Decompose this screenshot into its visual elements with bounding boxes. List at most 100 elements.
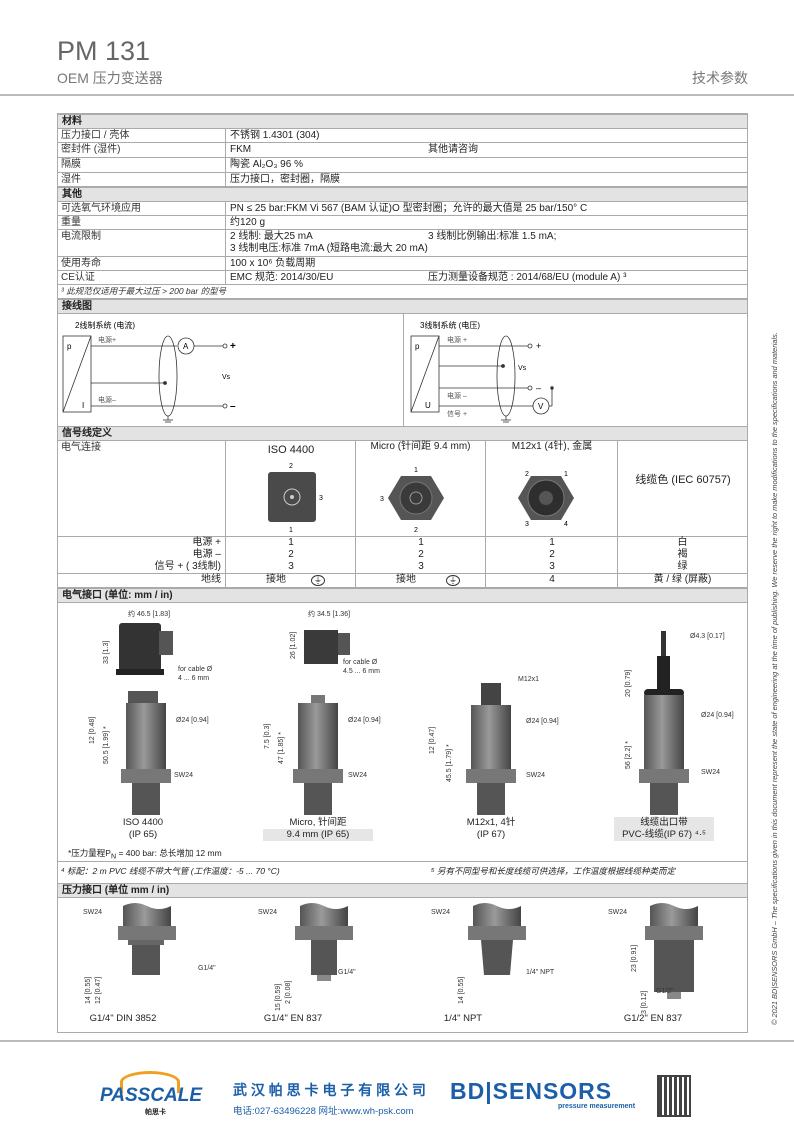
dimension-label: 20 [0.79]: [625, 669, 632, 697]
dimension-label: 12 [0.47]: [429, 726, 436, 754]
logo-text: PASSCALE: [100, 1085, 203, 1106]
three-wire-diagram: [410, 335, 554, 423]
footnote-text: ³ 此规范仅适用于最大过压 > 200 bar 的型号: [61, 286, 227, 296]
iso4400-device: [116, 623, 173, 815]
pin-number: 3: [525, 521, 529, 528]
pin-value: 1: [549, 537, 555, 548]
dimension-label: 56 [2.2] *: [625, 740, 632, 769]
dimension-label: SW24: [608, 909, 628, 916]
port-caption: G1/4" DIN 3852: [89, 1013, 157, 1024]
two-wire-diagram: [62, 335, 228, 423]
footer-divider: [0, 1040, 794, 1042]
row-value: 约120 g: [230, 217, 266, 228]
dimension-label: 47 [1.85] *: [278, 732, 285, 764]
wiring-diagrams: 2线制系统 (电流) p I 电源+ 电源– A + – Vs 3线制系统 (电…: [62, 320, 554, 423]
dimension-label: 23 [0.91]: [631, 944, 638, 972]
table-row: 可选氧气环境应用 PN ≤ 25 bar:FKM Vi 567 (BAM 认证)O…: [58, 202, 747, 216]
row-label: 隔膜: [61, 159, 81, 170]
connector-row: 电气连接: [58, 441, 747, 537]
pin-number: 3: [319, 495, 323, 502]
row-value: FKM: [230, 144, 252, 155]
bd-sensors-tagline: pressure measurement: [558, 1103, 636, 1110]
pin-number: 3: [380, 496, 384, 503]
pin-value: 3: [418, 561, 424, 572]
m12-connector-icon: [518, 476, 574, 520]
pressure-drawings: [118, 903, 703, 999]
supply-minus-label: 电源–: [98, 395, 116, 404]
dimension-label: 约 34.5 [1.36]: [308, 611, 351, 618]
ground-value: 接地: [396, 574, 416, 585]
dimension-label: Ø24 [0.94]: [176, 717, 209, 724]
section-pressure: 压力接口 (单位 mm / in): [58, 883, 747, 898]
dimension-label: SW24: [348, 772, 368, 779]
pin-number: 4: [564, 521, 568, 528]
ground-label: 地线: [201, 574, 221, 585]
logo-subtext: 帕思卡: [145, 1109, 166, 1116]
g12-en837-port: [645, 903, 703, 999]
pin-labels: 电源 + 电源 – 信号 + ( 3线制): [58, 537, 221, 573]
electrical-drawings: [116, 623, 689, 815]
pin-value: 3: [549, 561, 555, 572]
row-label: 湿件: [61, 174, 81, 185]
spec-sheet: 材料 压力接口 / 壳体不锈钢 1.4301 (304) 密封件 (湿件)FKM…: [57, 113, 748, 1033]
table-row: 压力接口 / 壳体不锈钢 1.4301 (304): [58, 129, 747, 143]
supply-minus-label: 电源 –: [447, 391, 467, 400]
header-divider: [0, 94, 794, 96]
g14-din-port: [118, 903, 176, 975]
pin-value: 3: [288, 561, 294, 572]
note-subscript: N: [110, 852, 117, 861]
port-caption: G1/2" EN 837: [623, 1013, 683, 1024]
wire-color: 褐: [677, 549, 688, 560]
caption-line: ISO 4400: [122, 817, 164, 828]
pin-value: 1: [418, 537, 424, 548]
row-value: 2 线制: 最大25 mA: [230, 231, 313, 242]
document-type: 技术参数: [692, 70, 748, 86]
dimension-label: 3 [0.12]: [641, 990, 648, 1014]
dimension-label: 26 [1.02]: [290, 631, 297, 659]
row-label: 可选氧气环境应用: [61, 203, 141, 214]
vs-label: Vs: [518, 365, 527, 372]
sensor-p-label: p: [67, 342, 72, 351]
dimension-label: 约 46.5 [1.83]: [128, 611, 171, 618]
dimension-label: SW24: [526, 772, 546, 779]
thread-label: G1/4": [198, 965, 216, 972]
row-value: 其他请咨询: [428, 144, 478, 155]
row-label: 电流限制: [61, 231, 101, 242]
row-value: 3 线制电压:标准 7mA (短路电流:最大 20 mA): [230, 243, 428, 254]
dimension-label: 14 [0.55]: [85, 976, 92, 1004]
dimension-label: Ø24 [0.94]: [701, 712, 734, 719]
ground-value: 4: [549, 574, 555, 585]
plus-terminal: +: [536, 341, 541, 351]
dimension-label: Ø24 [0.94]: [526, 718, 559, 725]
npt-port: [468, 903, 526, 975]
row-label: CE认证: [61, 272, 95, 283]
dimension-label: 33 [1.3]: [103, 640, 110, 664]
dimension-label: 15 [0.59]: [275, 983, 282, 1011]
section-electrical: 电气接口 (单位: mm / in): [58, 588, 747, 603]
note-text: *压力量程P: [68, 848, 111, 858]
caption-line: 线缆出口带: [614, 817, 714, 829]
wire-color: 白: [677, 537, 688, 548]
row-value: PN ≤ 25 bar:FKM Vi 567 (BAM 认证)O 型密封圈；允许…: [230, 203, 588, 214]
connector-title: ISO 4400: [267, 444, 315, 456]
iso4400-connector-icon: [268, 472, 316, 522]
qr-code: [657, 1075, 691, 1117]
row-label: 电气连接: [61, 442, 101, 453]
pin-value: 2: [549, 549, 555, 560]
company-name: 武 汉 帕 思 卡 电 子 有 限 公 司: [233, 1082, 426, 1098]
dimension-label: M12x1: [518, 676, 540, 683]
ground-row: 地线 接地 ⏚ 接地 ⏚ 4 黄 / 绿 (屏蔽): [58, 574, 747, 588]
cable-device: [639, 631, 689, 815]
pin-value: 2: [288, 549, 294, 560]
dimension-label: SW24: [701, 769, 721, 776]
connector-pinouts: 2 3 1 1 3 2 2 1 3 4: [268, 463, 574, 534]
dimension-label: 2 [0.08]: [285, 980, 292, 1004]
row-value: 压力测量设备规范 : 2014/68/EU (module A) ³: [428, 272, 627, 283]
pin-label: 电源 +: [192, 537, 221, 548]
port-caption: 1/4" NPT: [443, 1013, 483, 1024]
